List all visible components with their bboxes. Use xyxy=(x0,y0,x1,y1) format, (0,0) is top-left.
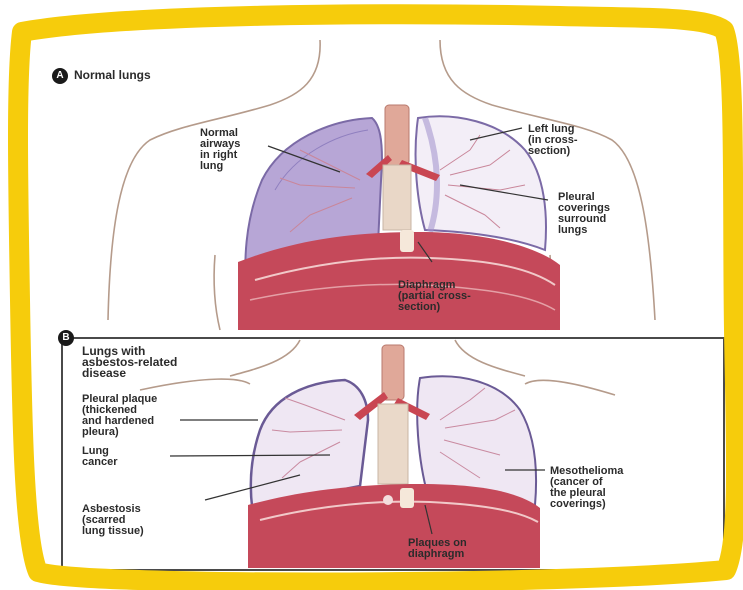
left-lung-label: Left lung (in cross- section) xyxy=(528,124,578,157)
asbestosis-label: Asbestosis (scarred lung tissue) xyxy=(82,504,144,537)
panel-a-title: Normal lungs xyxy=(74,70,151,81)
panel-a-badge: A xyxy=(52,68,68,84)
pleural-plaque-label: Pleural plaque (thickened and hardened p… xyxy=(82,394,157,438)
panel-b-title: Lungs with asbestos-related disease xyxy=(82,346,177,379)
normal-airways-label: Normal airways in right lung xyxy=(200,128,240,172)
panel-b-badge: B xyxy=(58,330,74,346)
plaques-on-diaphragm-label: Plaques on diaphragm xyxy=(408,538,467,560)
diaphragm-label: Diaphragm (partial cross- section) xyxy=(398,280,471,313)
pleural-coverings-label: Pleural coverings surround lungs xyxy=(558,192,610,236)
lung-cancer-label: Lung cancer xyxy=(82,446,117,468)
panel-b-diaphragm xyxy=(248,484,540,568)
mesothelioma-label: Mesothelioma (cancer of the pleural cove… xyxy=(550,466,623,510)
